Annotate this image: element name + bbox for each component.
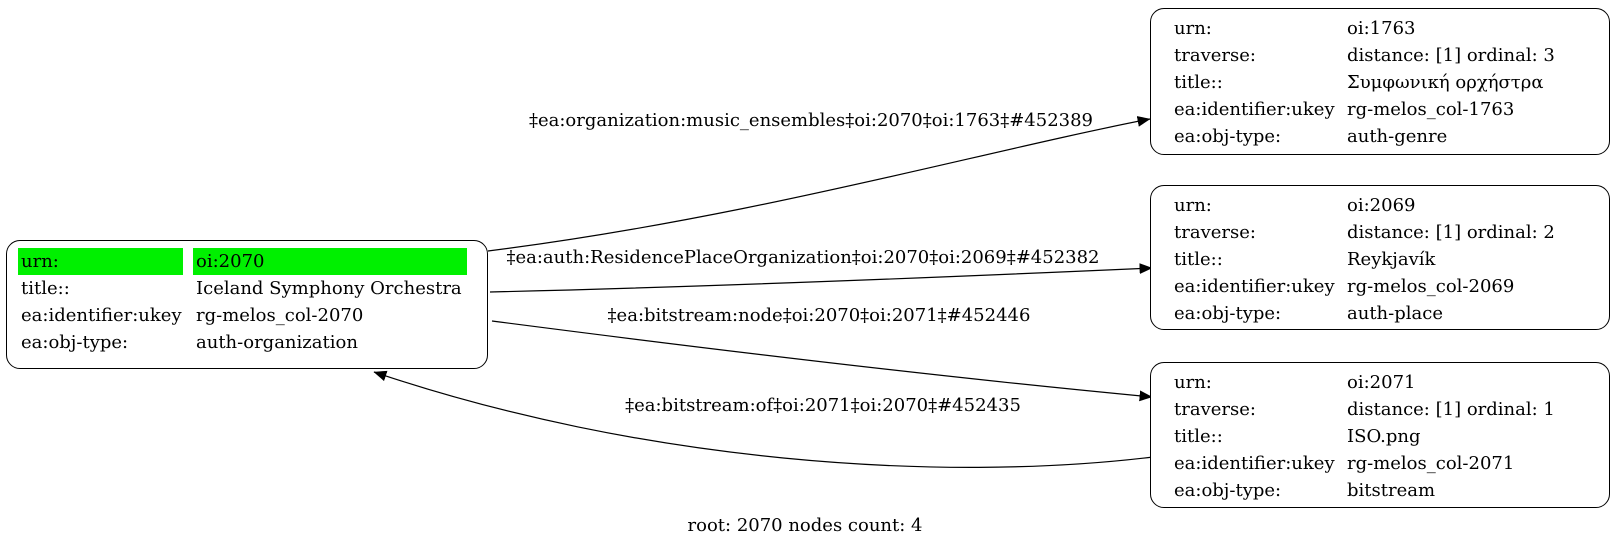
node-row: ea:identifier:ukey rg-melos_col-1763 <box>1171 96 1585 123</box>
edge-label-organization-music-ensembles: ‡ea:organization:music_ensembles‡oi:2070… <box>528 110 1094 131</box>
node-row: ea:obj-type: auth-organization <box>18 329 467 356</box>
row-key: urn: <box>18 248 183 275</box>
row-key: ea:obj-type: <box>21 332 129 353</box>
row-value: bitstream <box>1347 480 1436 501</box>
ordinal-value: ordinal: 2 <box>1466 222 1555 243</box>
node-row: urn: oi:2069 <box>1171 192 1585 219</box>
node-row: ea:obj-type: auth-genre <box>1171 123 1585 150</box>
row-key: traverse: <box>1174 45 1256 66</box>
distance-value: distance: [1] <box>1347 222 1462 243</box>
node-row: ea:identifier:ukey rg-melos_col-2071 <box>1171 450 1585 477</box>
node-row: urn: oi:1763 <box>1171 15 1585 42</box>
row-value: distance: [1] ordinal: 2 <box>1344 219 1585 246</box>
row-value: oi:1763 <box>1347 18 1416 39</box>
node-row: ea:identifier:ukey rg-melos_col-2070 <box>18 302 467 329</box>
ordinal-value: ordinal: 1 <box>1466 399 1555 420</box>
node-row: title:: ISO.png <box>1171 423 1585 450</box>
node-row: traverse: distance: [1] ordinal: 1 <box>1171 396 1585 423</box>
row-key: traverse: <box>1174 399 1256 420</box>
row-key: title:: <box>1174 72 1223 93</box>
node-row: title:: Iceland Symphony Orchestra <box>18 275 467 302</box>
row-key: ea:identifier:ukey <box>1174 99 1335 120</box>
row-key: title:: <box>1174 249 1223 270</box>
row-value: ISO.png <box>1347 426 1421 447</box>
node-oi-2070: urn: oi:2070 title:: Iceland Symphony Or… <box>6 240 488 369</box>
row-value: Συμφωνική ορχήστρα <box>1347 72 1544 93</box>
row-value: Reykjavík <box>1347 249 1436 270</box>
node-oi-2069: urn: oi:2069 traverse: distance: [1] ord… <box>1150 185 1610 330</box>
row-value: distance: [1] ordinal: 3 <box>1344 42 1585 69</box>
row-key: ea:obj-type: <box>1174 126 1282 147</box>
edge-label-auth-residence-place-organization: ‡ea:auth:ResidencePlaceOrganization‡oi:2… <box>506 247 1100 268</box>
node-oi-2071: urn: oi:2071 traverse: distance: [1] ord… <box>1150 362 1610 508</box>
row-key: ea:obj-type: <box>1174 303 1282 324</box>
distance-value: distance: [1] <box>1347 45 1462 66</box>
node-row: title:: Reykjavík <box>1171 246 1585 273</box>
row-key: ea:obj-type: <box>1174 480 1282 501</box>
row-value: rg-melos_col-2070 <box>196 305 364 326</box>
node-row: ea:identifier:ukey rg-melos_col-2069 <box>1171 273 1585 300</box>
row-value: rg-melos_col-1763 <box>1347 99 1515 120</box>
row-value: auth-place <box>1347 303 1443 324</box>
row-key: urn: <box>1174 18 1212 39</box>
node-row: title:: Συμφωνική ορχήστρα <box>1171 69 1585 96</box>
row-value: rg-melos_col-2069 <box>1347 276 1515 297</box>
row-key: ea:identifier:ukey <box>21 305 182 326</box>
edge-bitstream-of <box>373 370 1154 468</box>
node-row: urn: oi:2071 <box>1171 369 1585 396</box>
edge-label-bitstream-node: ‡ea:bitstream:node‡oi:2070‡oi:2071‡#4524… <box>607 305 1031 326</box>
node-oi-1763: urn: oi:1763 traverse: distance: [1] ord… <box>1150 8 1610 155</box>
row-value: auth-genre <box>1347 126 1448 147</box>
node-row: ea:obj-type: auth-place <box>1171 300 1585 327</box>
row-key: traverse: <box>1174 222 1256 243</box>
row-value: oi:2069 <box>1347 195 1416 216</box>
row-value: rg-melos_col-2071 <box>1347 453 1515 474</box>
row-value: oi:2071 <box>1347 372 1416 393</box>
row-value: oi:2070 <box>193 248 467 275</box>
row-key: urn: <box>1174 195 1212 216</box>
node-row: urn: oi:2070 <box>18 248 467 275</box>
edge-organization-music-ensembles <box>487 116 1151 252</box>
row-key: ea:identifier:ukey <box>1174 276 1335 297</box>
row-key: urn: <box>1174 372 1212 393</box>
row-value: Iceland Symphony Orchestra <box>196 278 462 299</box>
distance-value: distance: [1] <box>1347 399 1462 420</box>
row-key: ea:identifier:ukey <box>1174 453 1335 474</box>
row-value: distance: [1] ordinal: 1 <box>1344 396 1585 423</box>
row-key: title:: <box>1174 426 1223 447</box>
ordinal-value: ordinal: 3 <box>1466 45 1555 66</box>
row-key: title:: <box>21 278 70 299</box>
node-row: traverse: distance: [1] ordinal: 3 <box>1171 42 1585 69</box>
row-value: auth-organization <box>196 332 358 353</box>
edge-label-bitstream-of: ‡ea:bitstream:of‡oi:2071‡oi:2070‡#452435 <box>625 395 1021 416</box>
node-row: traverse: distance: [1] ordinal: 2 <box>1171 219 1585 246</box>
node-row: ea:obj-type: bitstream <box>1171 477 1585 504</box>
edge-auth-residence-place-organization <box>489 263 1153 293</box>
graph-caption: root: 2070 nodes count: 4 <box>687 515 923 536</box>
edge-bitstream-node <box>491 320 1153 402</box>
